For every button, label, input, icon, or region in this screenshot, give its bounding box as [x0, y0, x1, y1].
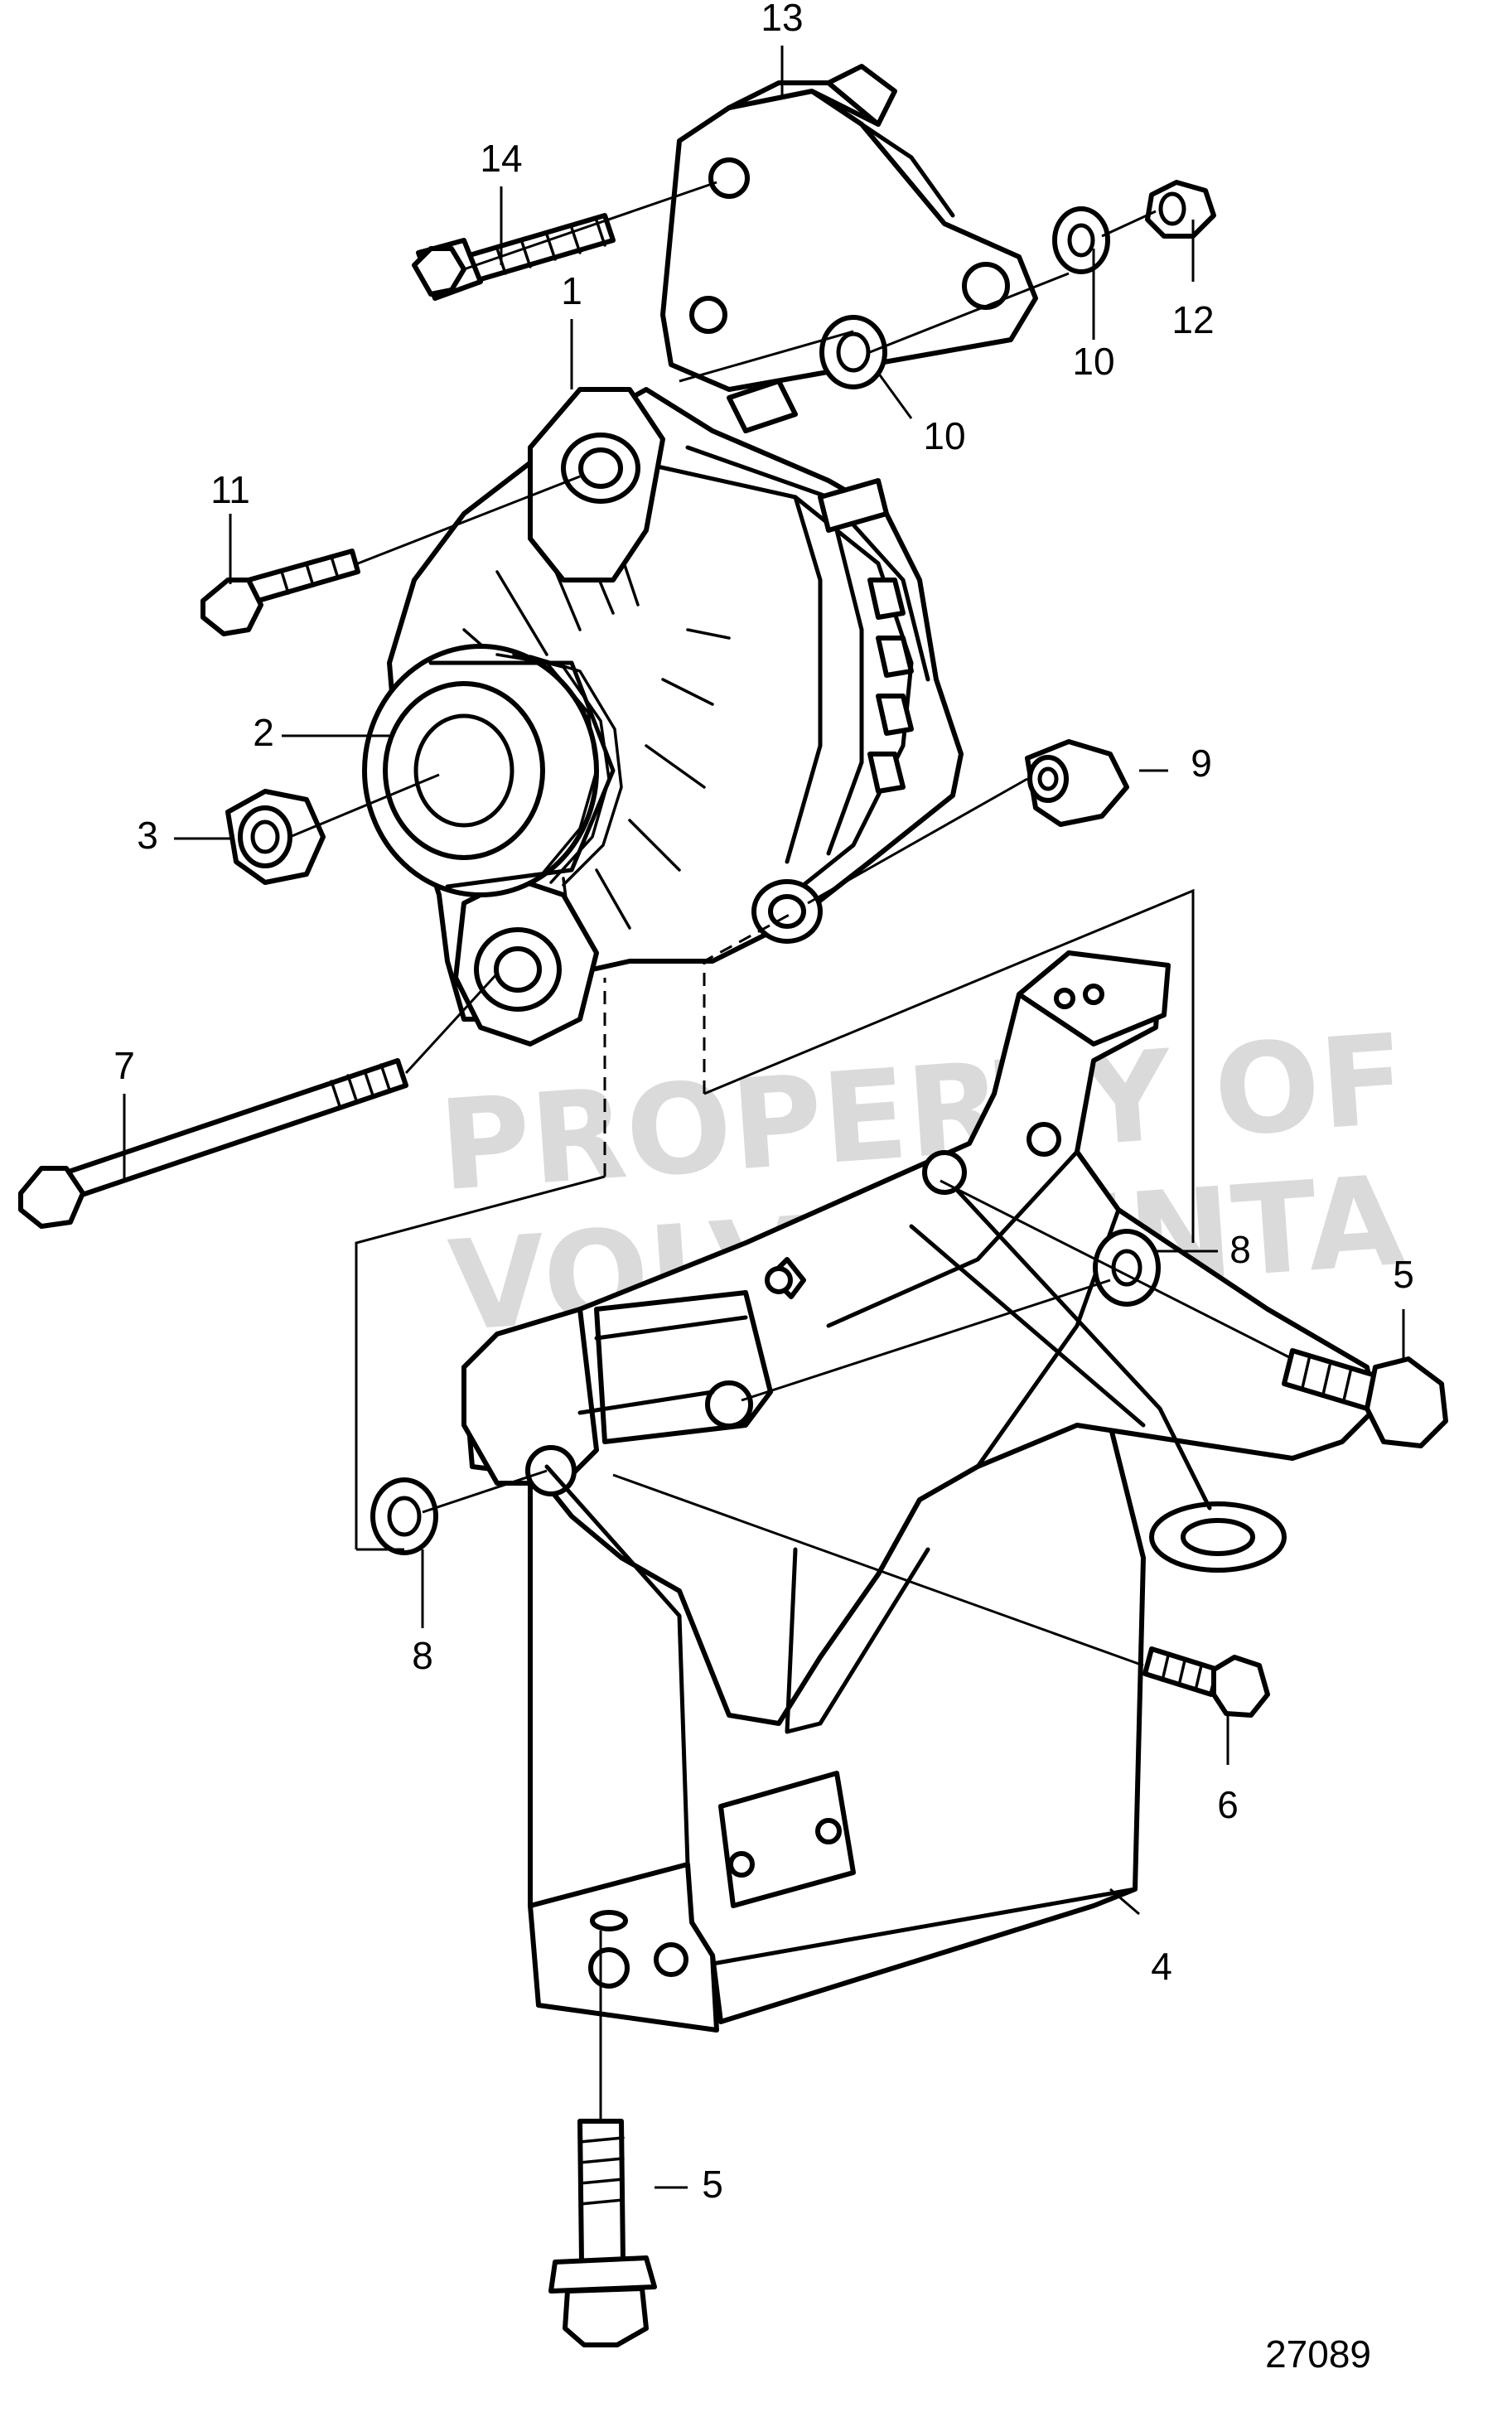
washer-part-8-b: [370, 1477, 438, 1555]
washer-part-8-a: [1093, 1229, 1161, 1307]
spacer-part-9: [1025, 739, 1129, 827]
callout-5-bottom: 5: [702, 2163, 723, 2206]
bolt-part-11: [200, 549, 360, 636]
washer-part-10-a: [819, 315, 887, 389]
callout-8-right: 8: [1229, 1228, 1251, 1271]
callout-7: 7: [114, 1044, 135, 1087]
callout-11: 11: [210, 468, 250, 511]
callout-9: 9: [1191, 742, 1212, 785]
washer-part-10-b: [1052, 206, 1110, 274]
callout-12: 12: [1171, 298, 1214, 341]
bolt-part-5-right: [1282, 1348, 1448, 1448]
callout-1: 1: [561, 269, 582, 312]
mounting-plate-part-13: [660, 64, 1038, 392]
callout-4: 4: [1151, 1945, 1172, 1988]
drawing-number: 27089: [1265, 2332, 1371, 2376]
callout-2: 2: [253, 711, 274, 754]
callout-3: 3: [137, 814, 158, 857]
callout-8-left: 8: [412, 1634, 433, 1677]
bolt-part-7: [18, 1058, 408, 1229]
bolt-part-6: [1142, 1646, 1270, 1718]
assembly-lines: [123, 46, 1405, 2189]
nut-part-12: [1145, 180, 1216, 239]
nut-part-3: [225, 789, 326, 885]
callout-6: 6: [1217, 1783, 1239, 1826]
callouts: 13 14 1 12 10 10 11 2 3 9 7 8 5 8 6 4 5: [114, 0, 1414, 2206]
callout-10-right: 10: [1072, 340, 1114, 383]
callout-13: 13: [761, 0, 803, 39]
bolt-part-5-bottom: [548, 2119, 657, 2347]
callout-5-right: 5: [1393, 1253, 1414, 1296]
alternator-part-1: [362, 379, 964, 1047]
callout-14: 14: [480, 137, 522, 180]
callout-10-left: 10: [923, 414, 965, 457]
